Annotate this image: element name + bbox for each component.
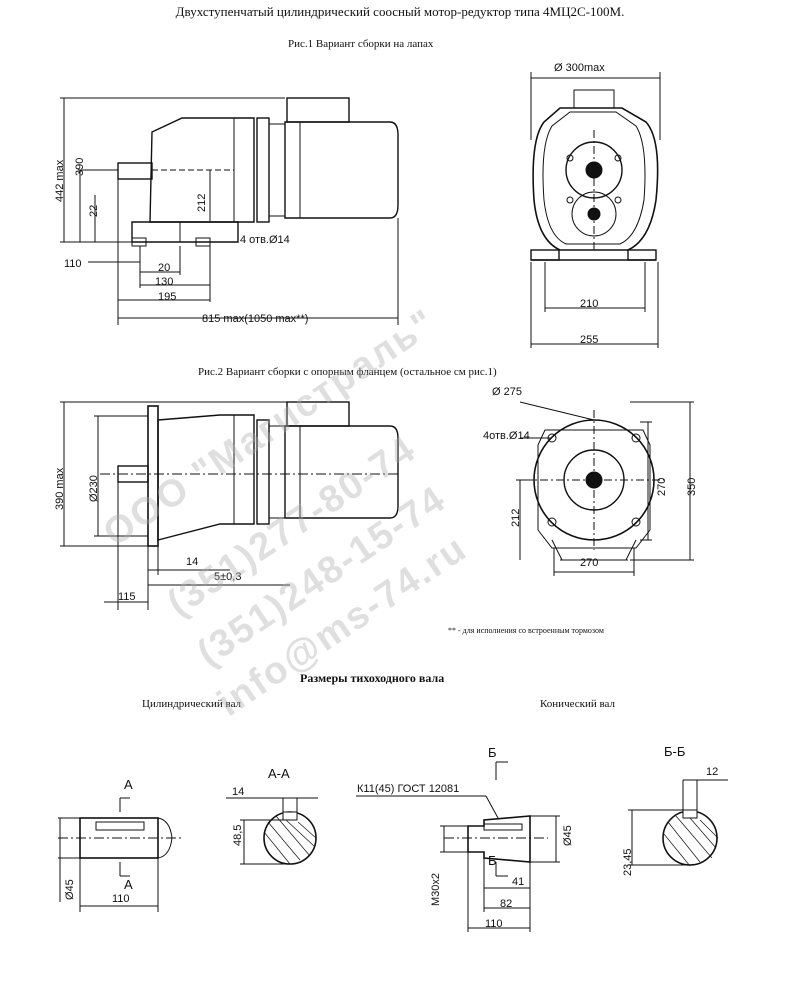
footnote: ** - для исполнения со встроенным тормоз… [448,626,604,635]
con-dim-41: 41 [512,876,525,888]
fig1-dim-255: 255 [580,334,599,346]
cyl-dim-14: 14 [232,786,245,798]
fig2-dim-115: 115 [118,591,136,603]
con-shaft-title: Конический вал [540,698,616,710]
fig2-dim-14: 14 [186,556,199,568]
fig1-dim-110: 110 [64,258,82,270]
cyl-section-a-top: А [124,777,133,792]
con-section-bb: Б-Б [664,744,686,759]
fig1-dim-dia300: Ø 300max [554,62,605,74]
con-dim-82: 82 [500,898,513,910]
fig1-dim-holes: 4 отв.Ø14 [240,234,290,246]
fig2-dim-holes: 4отв.Ø14 [483,430,530,442]
con-dim-110: 110 [485,918,503,930]
con-shaft-drawing [356,761,728,932]
fig2-dim-5: 5±0,3 [214,571,242,583]
page-title: Двухступенчатый цилиндрический соосный м… [175,4,625,19]
fig1-front-view [530,72,661,348]
fig1-side-view [60,97,399,325]
con-dim-12: 12 [706,766,719,778]
fig1-dim-210: 210 [580,298,599,310]
cyl-shaft-title: Цилиндрический вал [142,698,242,710]
con-tolerance: К11(45) ГОСТ 12081 [357,783,460,795]
con-section-b-bottom: Б [488,853,497,868]
fig2-side-view [60,401,400,610]
fig2-caption: Рис.2 Вариант сборки с опорным фланцем (… [198,366,497,378]
fig1-dim-20: 20 [158,262,171,274]
cyl-section-a-bottom: А [124,877,133,892]
fig2-front-view [516,401,694,576]
cyl-shaft-drawing [58,797,318,912]
fig1-caption: Рис.1 Вариант сборки на лапах [288,38,434,50]
cyl-dim-110: 110 [112,893,130,905]
cyl-section-aa: А-А [268,766,290,781]
shaft-heading: Размеры тихоходного вала [300,671,445,685]
con-section-b-top: Б [488,745,497,760]
fig1-dim-815: 815 max(1050 max**) [202,313,309,325]
fig2-dim-dia275: Ø 275 [492,386,522,398]
